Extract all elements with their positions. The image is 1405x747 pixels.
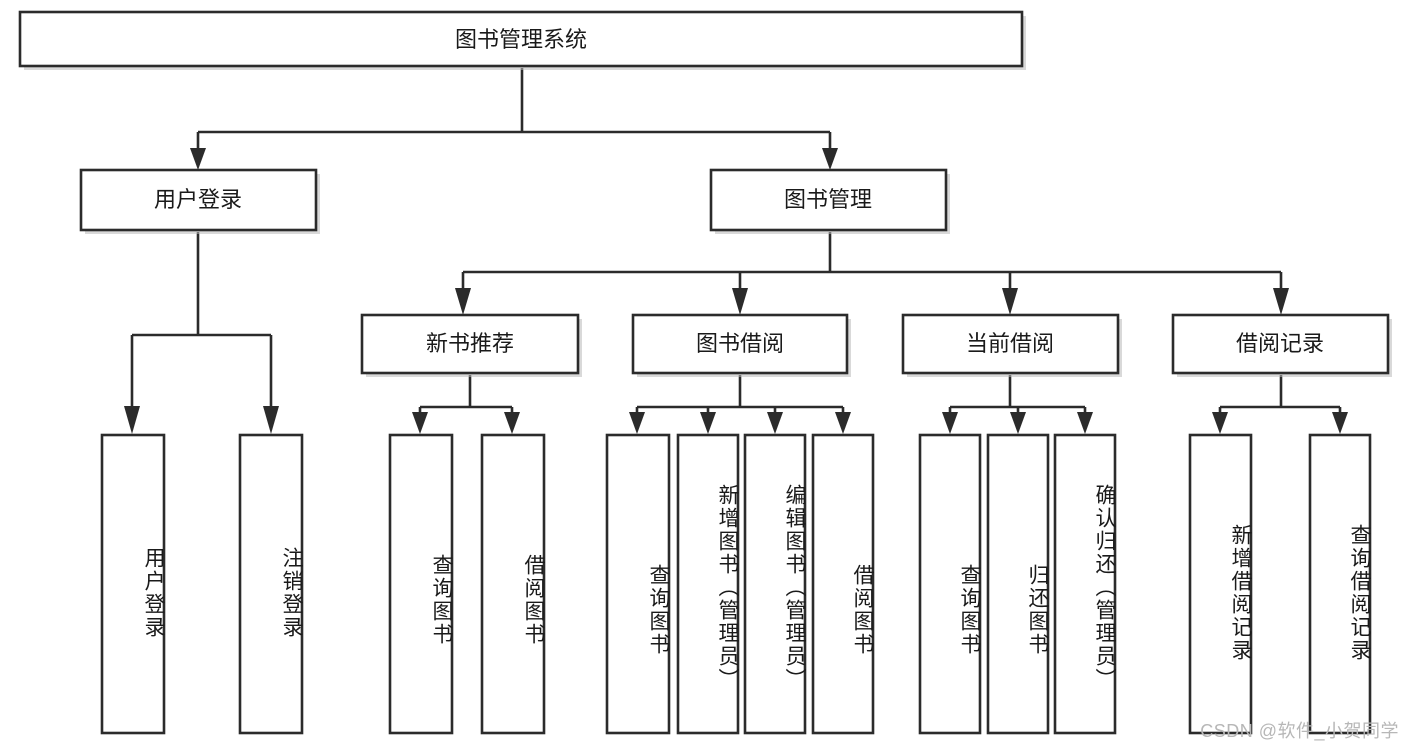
node-leaf-borrow-book-2-box[interactable] (811, 433, 875, 735)
node-user-login-label: 用户登录 (154, 187, 242, 212)
node-leaf-query-book-2-box[interactable] (605, 433, 671, 735)
node-book-borrow-box (631, 313, 849, 375)
node-leaf-add-record-box[interactable] (1188, 433, 1253, 735)
arrow-to-current-borrow (1002, 288, 1018, 315)
arrow-to-borrow-record (1273, 288, 1289, 315)
node-leaf-confirm-return-box[interactable] (1053, 433, 1117, 735)
arrow-to-new-book-rec (455, 288, 471, 315)
arrow-leaf-return-book (1010, 412, 1026, 434)
node-book-manage-label: 图书管理 (784, 187, 872, 212)
arrow-to-book-manage (822, 148, 838, 170)
node-new-book-rec-box (360, 313, 580, 375)
arrow-leaf-query-record (1332, 412, 1348, 434)
node-leaf-query-record-box[interactable] (1308, 433, 1372, 735)
arrow-leaf-confirm-return (1077, 412, 1093, 434)
node-current-borrow[interactable]: 当前借阅 (901, 313, 1122, 377)
node-leaf-return-book-box[interactable] (986, 433, 1050, 735)
leaf-boxes (100, 433, 1372, 735)
node-new-book-rec-label: 新书推荐 (426, 331, 514, 356)
arrow-leaf-query-book-1 (412, 412, 428, 434)
node-book-manage-box (709, 168, 948, 232)
arrow-leaf-add-record (1212, 412, 1228, 434)
node-book-borrow-label: 图书借阅 (696, 331, 784, 356)
arrow-leaf-user-logout (263, 406, 279, 434)
node-root[interactable]: 图书管理系统 (18, 10, 1026, 70)
node-root-box (18, 10, 1024, 68)
arrow-leaf-edit-book (767, 412, 783, 434)
node-leaf-edit-book-box[interactable] (743, 433, 807, 735)
node-borrow-record-label: 借阅记录 (1236, 331, 1324, 356)
node-leaf-query-book-1-box[interactable] (388, 433, 454, 735)
arrow-leaf-add-book (700, 412, 716, 434)
node-new-book-rec[interactable]: 新书推荐 (360, 313, 582, 377)
node-book-manage[interactable]: 图书管理 (709, 168, 950, 234)
node-leaf-borrow-book-1-box[interactable] (480, 433, 546, 735)
node-current-borrow-label: 当前借阅 (966, 331, 1054, 356)
node-user-login[interactable]: 用户登录 (79, 168, 320, 234)
connectors (124, 68, 1348, 434)
node-leaf-query-book-3-box[interactable] (918, 433, 982, 735)
arrow-leaf-user-login (124, 406, 140, 434)
node-leaf-user-logout-box[interactable] (238, 433, 304, 735)
arrow-leaf-borrow-book-2 (835, 412, 851, 434)
node-root-label: 图书管理系统 (455, 27, 587, 52)
csdn-watermark: CSDN @软件_小贺同学 (1200, 721, 1399, 741)
node-leaf-add-book-box[interactable] (676, 433, 740, 735)
arrow-to-user-login (190, 148, 206, 170)
arrow-leaf-borrow-book-1 (504, 412, 520, 434)
node-leaf-user-login-box[interactable] (100, 433, 166, 735)
node-current-borrow-box (901, 313, 1120, 375)
arrow-leaf-query-book-3 (942, 412, 958, 434)
node-borrow-record[interactable]: 借阅记录 (1171, 313, 1392, 377)
node-borrow-record-box (1171, 313, 1390, 375)
node-user-login-box (79, 168, 318, 232)
arrow-leaf-query-book-2 (629, 412, 645, 434)
arrow-to-book-borrow (732, 288, 748, 315)
node-book-borrow[interactable]: 图书借阅 (631, 313, 851, 377)
